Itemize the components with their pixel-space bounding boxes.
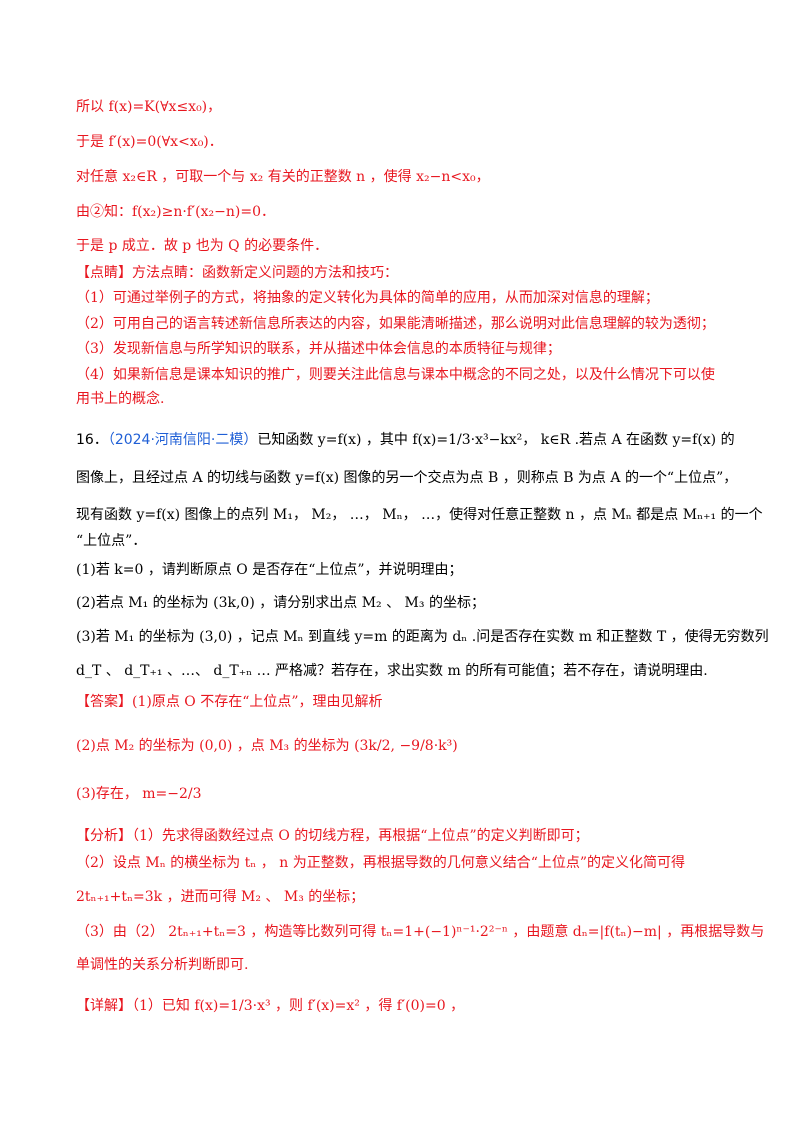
text-line: （4）如果新信息是课本知识的推广，则要关注此信息与课本中概念的不同之处，以及什么…: [76, 367, 715, 383]
text-line: 【详解】（1）已知 f(x)=1/3·x³ ，则 f′(x)=x² ，得 f′(…: [76, 998, 465, 1014]
text-line: 图像上，且经过点 A 的切线与函数 y=f(x) 图像的另一个交点为点 B ，则…: [76, 470, 738, 486]
text-line: （3）由（2） 2tₙ₊₁+tₙ=3 ，构造等比数列可得 tₙ=1+(−1)ⁿ⁻…: [76, 924, 765, 940]
text-line: （2）可用自己的语言转述新信息所表达的内容，如果能清晰描述，那么说明对此信息理解…: [76, 316, 715, 332]
problem-source: （2024·河南信阳·二模）: [107, 432, 258, 448]
text-line: 于是 f′(x)=0(∀x<x₀)．: [76, 134, 223, 150]
text-line: 用书上的概念.: [76, 391, 165, 407]
text-line: 所以 f(x)=K(∀x≤x₀)，: [76, 99, 222, 115]
text-line: 2tₙ₊₁+tₙ=3k ，进而可得 M₂ 、 M₃ 的坐标；: [76, 889, 365, 905]
text-line: d_T 、 d_T₊₁ 、…、 d_T₊ₙ … 严格减？若存在，求出实数 m 的…: [76, 663, 708, 679]
text-line: 对任意 x₂∈R ，可取一个与 x₂ 有关的正整数 n ，使得 x₂−n<x₀，: [76, 169, 490, 185]
text-line: 【答案】(1)原点 O 不存在“上位点”，理由见解析: [76, 694, 383, 710]
text-line: “上位点”．: [76, 533, 147, 549]
text-line: （3）发现新信息与所学知识的联系，并从描述中体会信息的本质特征与规律；: [76, 341, 561, 357]
text-line: 由②知：f(x₂)≥n·f′(x₂−n)=0．: [76, 204, 275, 220]
text-line: (2)若点 M₁ 的坐标为 (3k,0) ，请分别求出点 M₂ 、 M₃ 的坐标…: [76, 595, 485, 611]
text-line: 现有函数 y=f(x) 图像上的点列 M₁， M₂， …， Mₙ， …，使得对任…: [76, 507, 763, 523]
text-line: 【点睛】方法点睛：函数新定义问题的方法和技巧：: [76, 265, 398, 281]
text-line: (3)若 M₁ 的坐标为 (3,0) ，记点 Mₙ 到直线 y=m 的距离为 d…: [76, 629, 769, 645]
text-line: (2)点 M₂ 的坐标为 (0,0) ，点 M₃ 的坐标为 (3k/2, −9/…: [76, 738, 458, 754]
text-line: 于是 p 成立．故 p 也为 Q 的必要条件．: [76, 238, 329, 254]
problem-text: 已知函数 y=f(x) ，其中 f(x)=1/3·x³−kx²， k∈R .若点…: [257, 432, 735, 448]
text-line: 【分析】（1）先求得函数经过点 O 的切线方程，再根据“上位点”的定义判断即可；: [76, 828, 589, 844]
text-line: 单调性的关系分析判断即可.: [76, 957, 249, 973]
text-line: (3)存在， m=−2/3: [76, 786, 202, 802]
text-line: （1）可通过举例子的方式，将抽象的定义转化为具体的简单的应用，从而加深对信息的理…: [76, 290, 659, 306]
problem-number: 16．: [76, 432, 108, 448]
text-line: (1)若 k=0 ，请判断原点 O 是否存在“上位点”，并说明理由；: [76, 562, 463, 578]
problem-16-first-line: 16．（2024·河南信阳·二模）已知函数 y=f(x) ，其中 f(x)=1/…: [76, 430, 735, 450]
text-line: （2）设点 Mₙ 的横坐标为 tₙ ， n 为正整数，再根据导数的几何意义结合“…: [76, 855, 686, 871]
